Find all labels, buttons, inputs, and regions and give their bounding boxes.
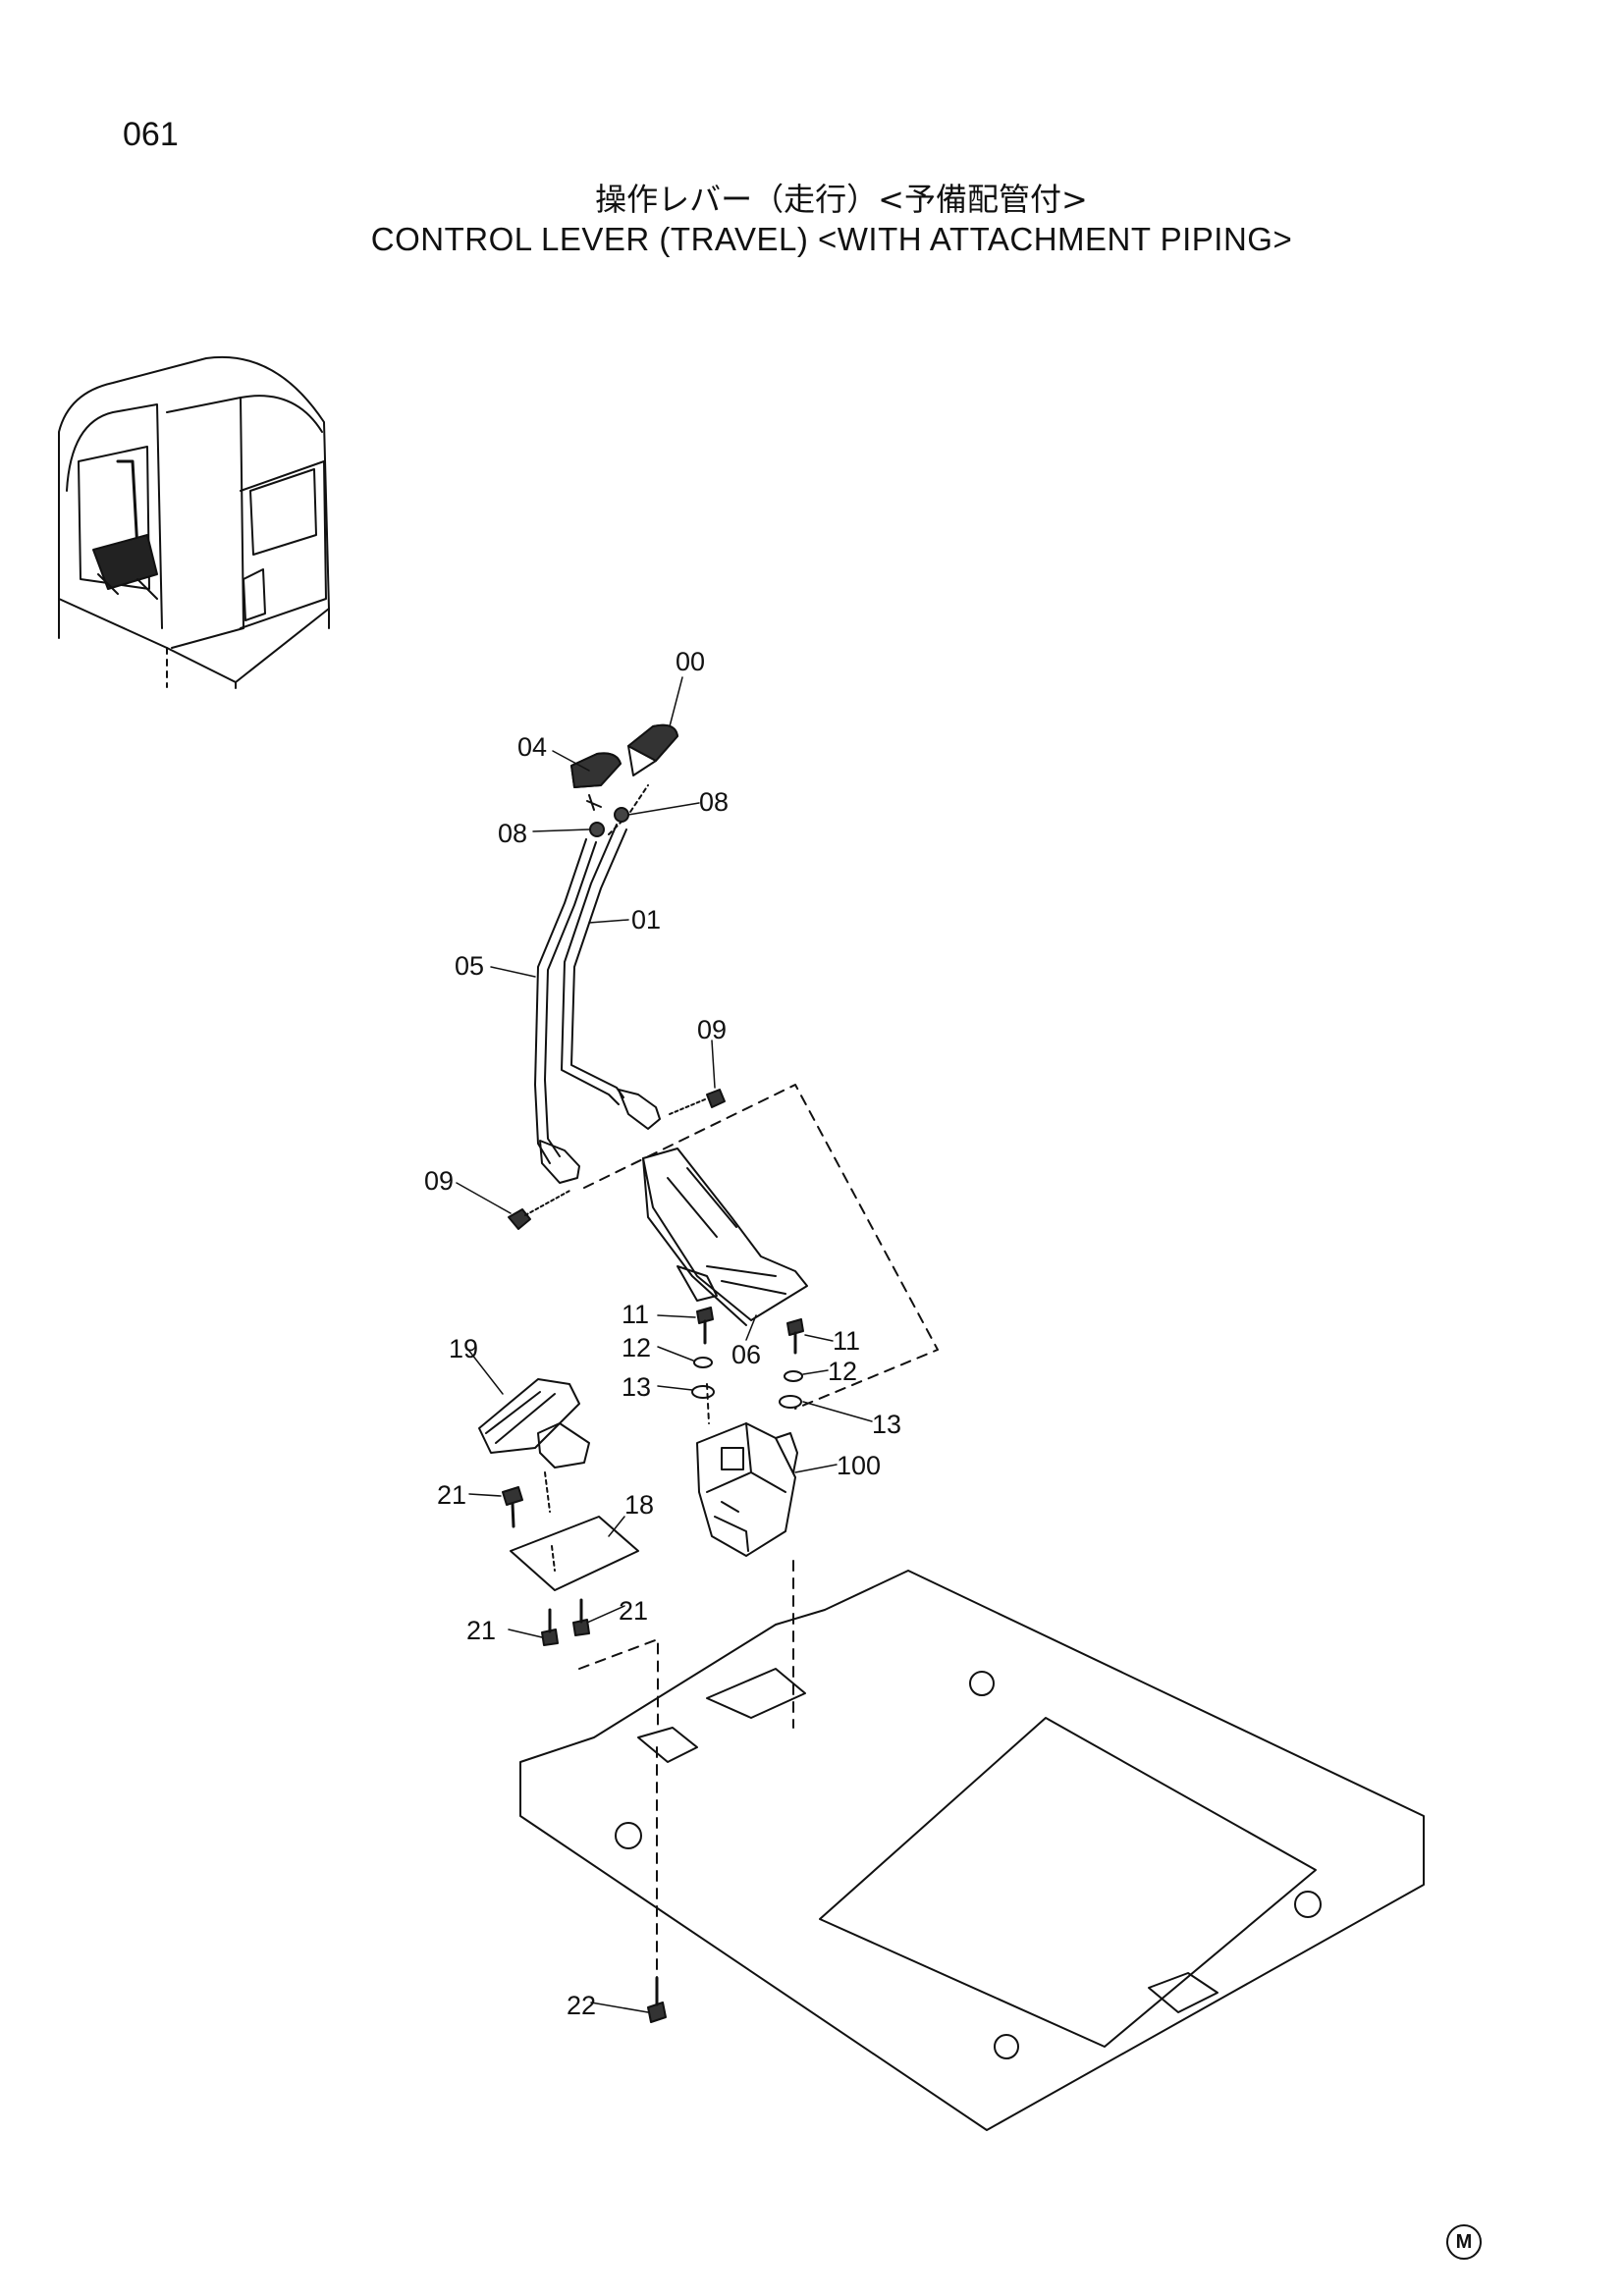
callout-22: 22 [567,1991,596,2020]
plate-18 [510,1516,639,1591]
callout-13-right: 13 [872,1410,901,1439]
pedal-06 [642,1148,808,1326]
callout-11-right: 11 [833,1326,860,1356]
bolt-09-right [669,1089,726,1115]
bolt-11-left [696,1307,714,1345]
page-number: 061 [123,116,179,153]
floor-plate [519,1570,1425,2131]
callout-06: 06 [731,1340,761,1369]
bolt-11-right [786,1318,804,1355]
callout-04: 04 [517,732,547,762]
knob-00 [627,723,678,762]
washer-13-right [779,1395,802,1409]
washer-12-left [693,1357,713,1368]
leader-lines [456,676,873,2013]
bolt-09-left [508,1189,572,1230]
callout-21-lower-right: 21 [619,1596,648,1626]
callout-13-left: 13 [622,1372,651,1402]
callout-21-lower-left: 21 [466,1616,496,1645]
corner-mark: M [1446,2224,1482,2260]
washer-13-left [691,1385,715,1399]
nut-08-left [589,822,605,837]
callout-08-right: 08 [699,787,729,817]
lever-05 [534,752,622,1184]
pedal-19 [478,1378,590,1468]
washer-12-right [784,1370,803,1382]
callout-12-right: 12 [828,1357,857,1386]
cab-thumbnail [58,355,330,693]
callout-21-top: 21 [437,1480,466,1510]
callout-12-left: 12 [622,1333,651,1362]
screw-21-lower-left [541,1608,559,1646]
callout-11-left: 11 [622,1300,649,1329]
callout-09-right: 09 [697,1015,727,1044]
callout-01: 01 [631,905,661,934]
callout-19: 19 [449,1334,478,1363]
nut-08-right [614,807,629,823]
callout-09-left: 09 [424,1166,454,1196]
screw-21-lower-right [572,1598,590,1636]
title-english: CONTROL LEVER (TRAVEL) <WITH ATTACHMENT … [370,221,1293,257]
callout-08-left: 08 [498,819,527,848]
title-japanese: 操作レバー（走行）<予備配管付> [595,181,1088,218]
pilot-valve-100 [696,1422,798,1557]
knob-04 [570,752,622,788]
callout-18: 18 [624,1490,654,1520]
callout-00: 00 [676,647,705,676]
callout-100: 100 [837,1451,881,1480]
bolt-22 [647,1976,667,2023]
callout-05: 05 [455,951,484,981]
screw-21-top [502,1486,523,1528]
